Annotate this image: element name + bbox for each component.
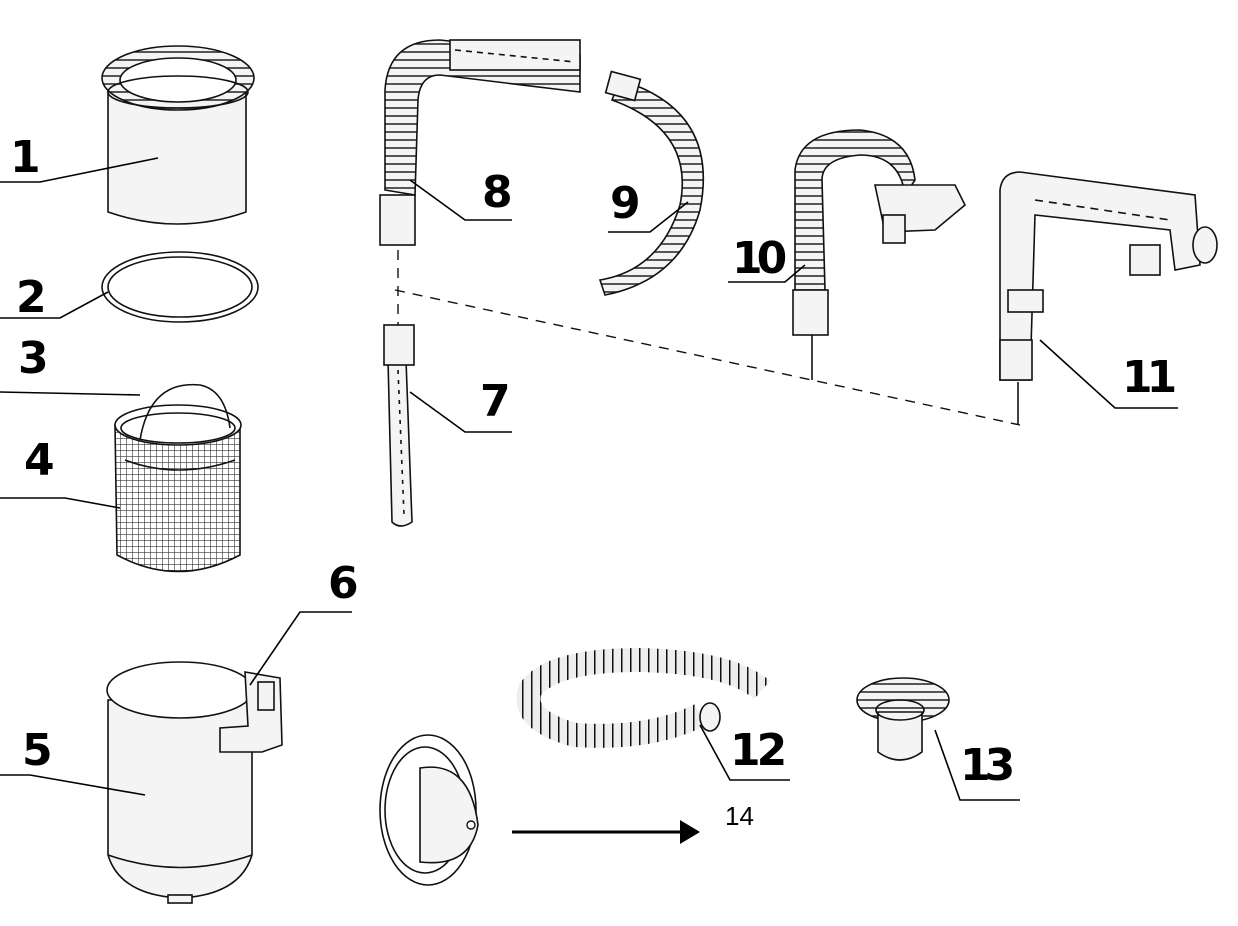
part-13-knob	[856, 677, 950, 761]
part-14-suction-cup	[379, 734, 479, 886]
label-4: 4	[24, 435, 55, 486]
part-2-o-ring	[101, 251, 259, 323]
part-11-hang-on-bracket	[999, 171, 1218, 381]
part-labels: 1 2 3 4 5 6 7 8 9 10 11 12 13 14	[10, 132, 1181, 831]
part-7-straight-tube	[383, 324, 415, 527]
label-7: 7	[480, 376, 511, 427]
part-8-intake-u-tube	[379, 39, 581, 246]
part-4-mesh-basket	[114, 404, 242, 573]
part-12-corrugated-hose	[516, 647, 770, 748]
label-1: 1	[10, 132, 41, 183]
leader-lines	[0, 157, 1178, 801]
label-8: 8	[482, 167, 513, 218]
part-9-curved-tube	[598, 70, 705, 296]
label-5: 5	[22, 725, 53, 776]
label-6: 6	[328, 558, 359, 609]
label-11: 11	[1122, 352, 1175, 403]
arrow-to-part-14	[512, 820, 700, 844]
part-3-basket-handle	[139, 383, 231, 441]
part-10-output-spout	[792, 129, 966, 336]
label-9: 9	[610, 178, 641, 229]
label-12: 12	[730, 725, 784, 776]
assembly-dashed-lines	[394, 250, 1021, 426]
label-10: 10	[732, 233, 786, 284]
part-5-canister-body	[106, 661, 254, 904]
part-6-canister-clip	[219, 671, 283, 753]
label-2: 2	[16, 272, 47, 323]
label-13: 13	[960, 740, 1013, 791]
label-14: 14	[725, 801, 754, 831]
part-1-top-cylinder	[101, 45, 255, 225]
label-3: 3	[18, 333, 49, 384]
